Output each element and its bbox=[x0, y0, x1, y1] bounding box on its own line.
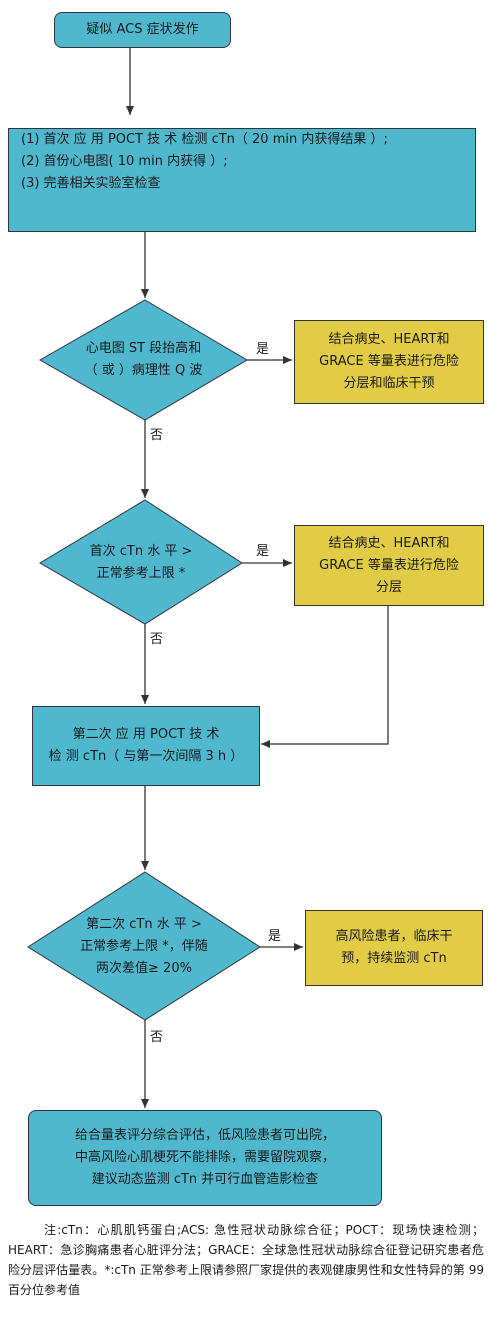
result2-line-3: 分层 bbox=[375, 579, 402, 595]
decision1-yes-label: 是 bbox=[256, 342, 270, 357]
start-node: 疑似 ACS 症状发作 bbox=[54, 12, 231, 48]
result2-box: 结合病史、HEART和 GRACE 等量表进行危险 分层 bbox=[294, 525, 484, 606]
step2-line-2: 检 测 cTn（ 与第一次间隔 3 h ） bbox=[48, 749, 244, 764]
decision2-line-2: 正常参考上限 * bbox=[96, 566, 186, 581]
decision1-line-2: （ 或 ）病理性 Q 波 bbox=[84, 363, 203, 378]
step2-line-1: 第二次 应 用 POCT 技 术 bbox=[72, 727, 220, 742]
step1-line-2: (2) 首份心电图( 10 min 内获得 ）; bbox=[21, 154, 228, 169]
decision2-yes-label: 是 bbox=[256, 544, 270, 559]
decision2-diamond bbox=[39, 499, 243, 625]
decision3-line-3: 两次差值≥ 20% bbox=[96, 961, 192, 976]
result3-box: 高风险患者，临床干 预，持续监测 cTn bbox=[305, 910, 483, 986]
final-box: 给合量表评分综合评估，低风险患者可出院， 中高风险心肌梗死不能排除，需要留院观察… bbox=[28, 1110, 382, 1206]
decision2-line-1: 首次 cTn 水 平 > bbox=[89, 544, 193, 559]
result3-line-2: 预，持续监测 cTn bbox=[341, 951, 447, 966]
final-line-1: 给合量表评分综合评估，低风险患者可出院， bbox=[74, 1128, 335, 1143]
decision1-line-1: 心电图 ST 段抬高和 bbox=[85, 341, 202, 356]
final-line-3: 建议动态监测 cTn 并可行血管造影检查 bbox=[91, 1172, 319, 1187]
decision3-yes-label: 是 bbox=[268, 929, 282, 944]
step1-line-3: (3) 完善相关实验室检查 bbox=[21, 176, 161, 191]
result2-line-1: 结合病史、HEART和 bbox=[328, 535, 450, 551]
decision3-text: 第二次 cTn 水 平 > 正常参考上限 *，伴随 两次差值≥ 20% bbox=[28, 910, 260, 984]
step1-box: (1) 首次 应 用 POCT 技 术 检测 cTn（ 20 min 内获得结果… bbox=[8, 128, 476, 232]
step2-box: 第二次 应 用 POCT 技 术 检 测 cTn（ 与第一次间隔 3 h ） bbox=[32, 706, 260, 786]
result1-line-3: 分层和临床干预 bbox=[343, 376, 435, 391]
result1-box: 结合病史、HEART和 GRACE 等量表进行危险 分层和临床干预 bbox=[294, 320, 484, 404]
arrow-result2-to-step2 bbox=[261, 606, 389, 748]
decision1-diamond bbox=[38, 299, 248, 421]
decision3-no-label: 否 bbox=[150, 1030, 164, 1045]
decision1-no-label: 否 bbox=[150, 428, 164, 443]
flowchart: 疑似 ACS 症状发作 (1) 首次 应 用 POCT 技 术 检测 cTn（ … bbox=[8, 12, 484, 1206]
decision3-line-1: 第二次 cTn 水 平 > bbox=[86, 917, 202, 932]
decision3-line-2: 正常参考上限 *，伴随 bbox=[80, 939, 208, 954]
decision2-no-label: 否 bbox=[150, 632, 164, 647]
result1-line-2: GRACE 等量表进行危险 bbox=[319, 354, 459, 369]
flowchart-connectors bbox=[27, 48, 389, 1108]
decision3-diamond bbox=[27, 871, 261, 1021]
start-node-text: 疑似 ACS 症状发作 bbox=[86, 22, 199, 37]
decision1-text: 心电图 ST 段抬高和 （ 或 ）病理性 Q 波 bbox=[40, 330, 247, 390]
step1-line-1: (1) 首次 应 用 POCT 技 术 检测 cTn（ 20 min 内获得结果… bbox=[21, 132, 388, 147]
figure-note: 注:cTn：心肌肌钙蛋白;ACS: 急性冠状动脉综合征；POCT：现场快速检测；… bbox=[8, 1223, 484, 1297]
final-line-2: 中高风险心肌梗死不能排除，需要留院观察， bbox=[74, 1150, 335, 1165]
decision2-text: 首次 cTn 水 平 > 正常参考上限 * bbox=[40, 533, 242, 593]
result3-line-1: 高风险患者，临床干 bbox=[335, 929, 453, 944]
result2-line-2: GRACE 等量表进行危险 bbox=[319, 557, 459, 573]
result1-line-1: 结合病史、HEART和 bbox=[328, 332, 450, 347]
